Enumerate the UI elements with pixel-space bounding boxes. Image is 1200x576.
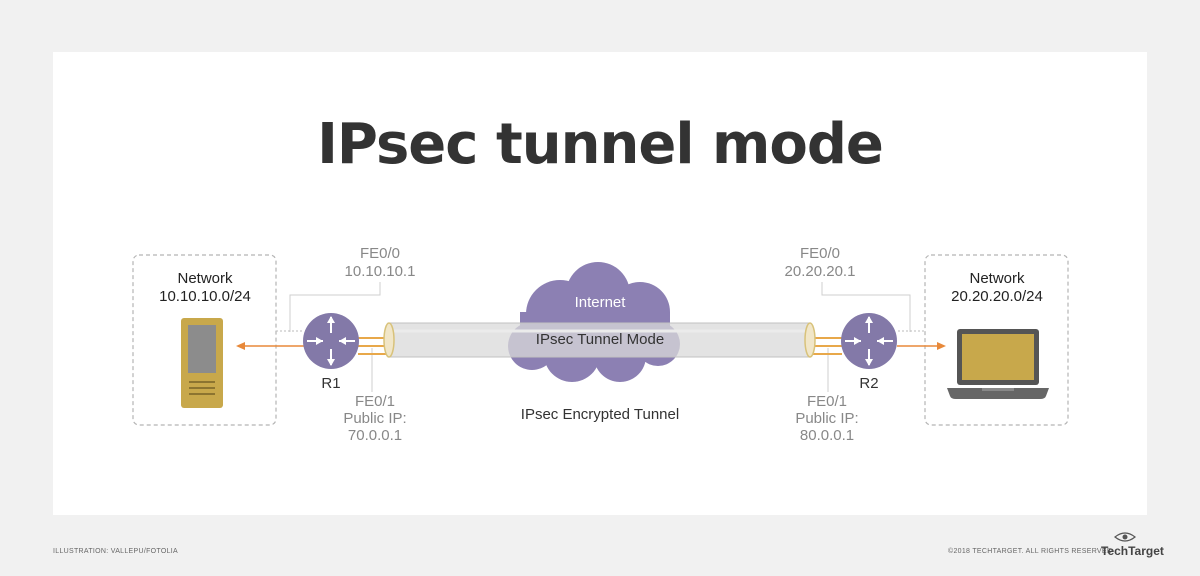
router-r1-label: R1 (321, 375, 341, 392)
left-fe01-label: FE0/1 (354, 393, 396, 410)
right-network-address: 20.20.20.0/24 (951, 288, 1043, 305)
techtarget-logo: TechTarget (1101, 544, 1164, 558)
router-r1-icon (303, 313, 359, 369)
left-arrow-head (236, 342, 245, 350)
illustration-credit: Illustration: VallepU/Fotolia (53, 548, 179, 555)
router-r2-label: R2 (859, 375, 879, 392)
tunnel-left-end (383, 322, 395, 358)
right-network-box (924, 254, 1069, 426)
laptop-icon (947, 329, 1049, 399)
tunnel-mode-label: IPsec Tunnel Mode (535, 331, 665, 348)
ipsec-tunnel (383, 322, 816, 358)
right-public-ip: 80.0.0.1 (799, 427, 855, 444)
left-public-ip-label: Public IP: (343, 410, 407, 427)
left-fe00-label: FE0/0 (359, 245, 401, 262)
router-r2-icon (841, 313, 897, 369)
tunnel-right-end (804, 322, 816, 358)
left-network-address: 10.10.10.0/24 (159, 288, 251, 305)
tunnel-caption: IPsec Encrypted Tunnel (520, 406, 680, 423)
left-network-label: Network (177, 270, 233, 287)
internet-cloud (508, 262, 680, 382)
left-fe00-leader (289, 282, 381, 332)
server-icon (181, 318, 223, 408)
right-fe00-label: FE0/0 (799, 245, 841, 262)
eye-icon (1114, 532, 1136, 542)
right-public-ip-label: Public IP: (795, 410, 859, 427)
page-title: IPsec tunnel mode (317, 112, 884, 177)
right-fe00-ip: 20.20.20.1 (784, 263, 856, 280)
right-fe01-label: FE0/1 (806, 393, 848, 410)
right-fe00-leader (821, 282, 911, 332)
copyright-notice: ©2018 TechTarget. All rights reserved (948, 548, 1113, 555)
left-public-ip: 70.0.0.1 (347, 427, 403, 444)
internet-label: Internet (574, 294, 626, 311)
right-arrow-head (937, 342, 946, 350)
right-network-label: Network (969, 270, 1025, 287)
left-network-box (132, 254, 277, 426)
left-fe00-ip: 10.10.10.1 (344, 263, 416, 280)
